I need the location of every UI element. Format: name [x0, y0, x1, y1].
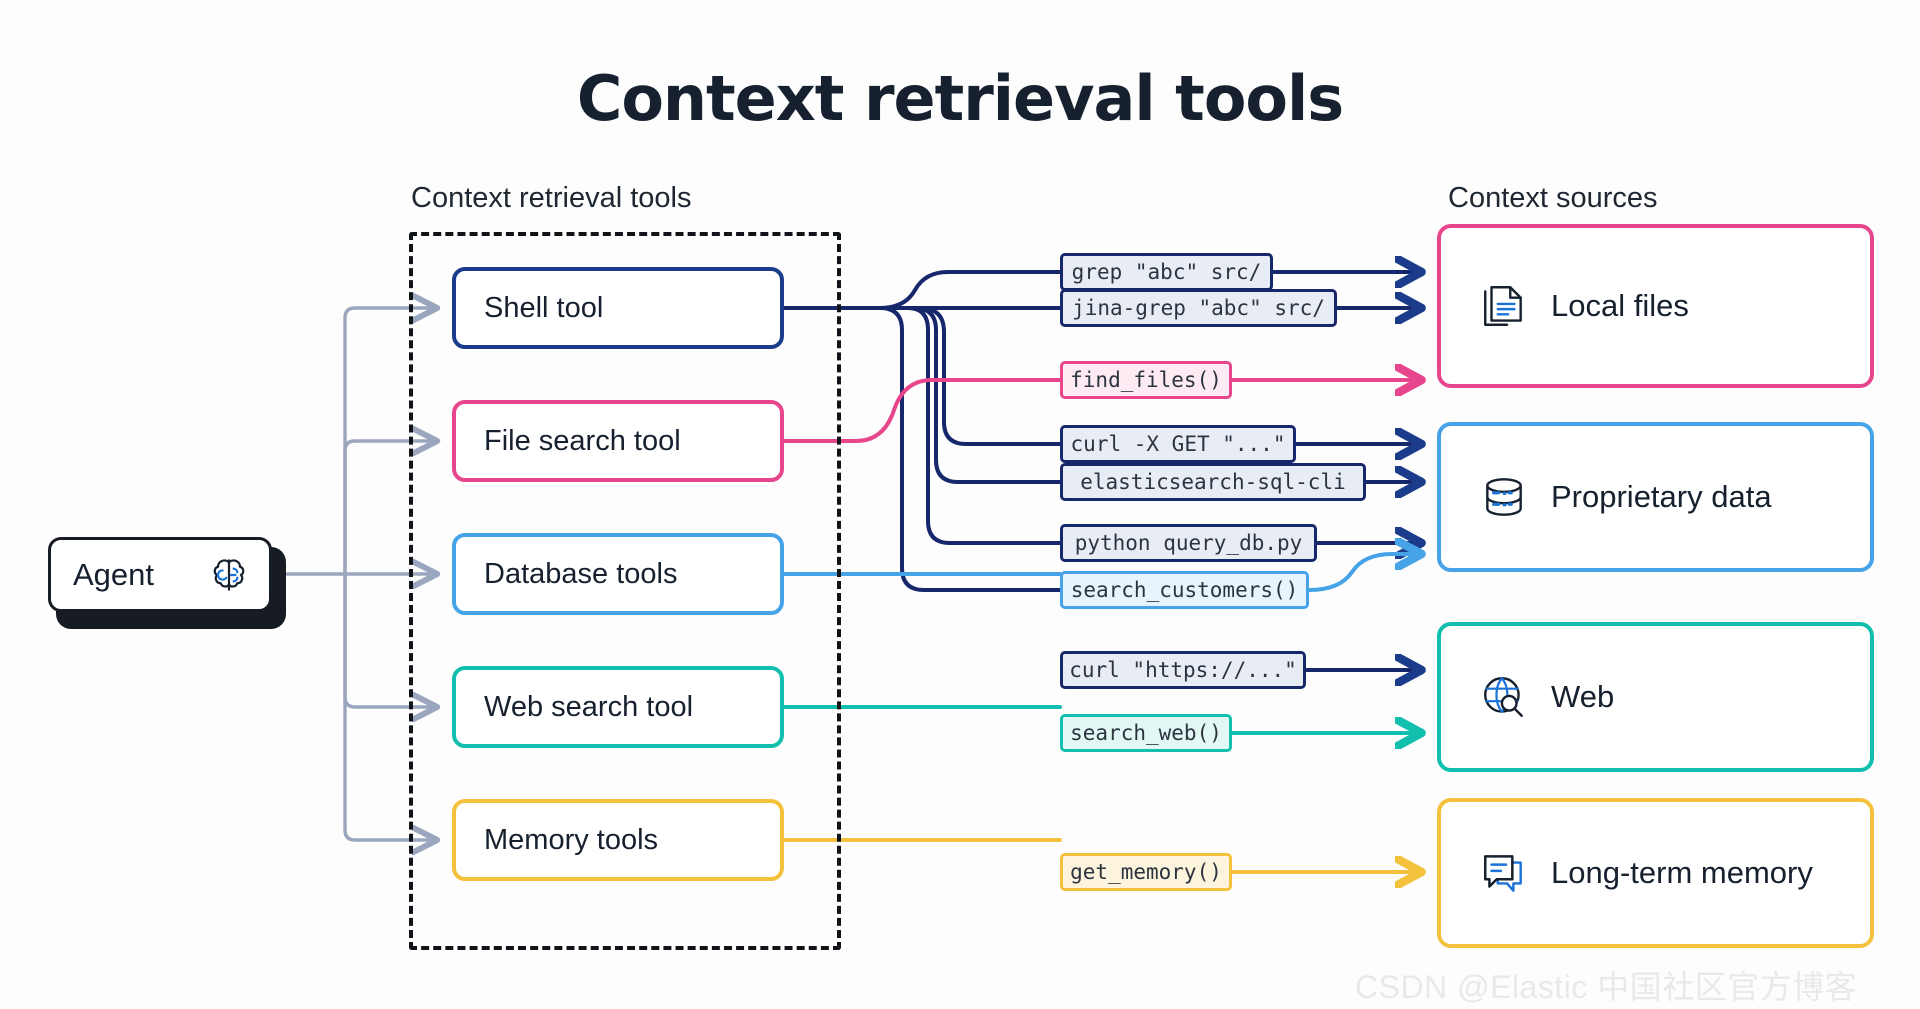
command-pill-curl-https[interactable]: curl "https://..." [1060, 651, 1306, 689]
command-text: curl -X GET "..." [1070, 432, 1286, 456]
command-pill-search-web[interactable]: search_web() [1060, 714, 1232, 752]
command-pill-get-memory[interactable]: get_memory() [1060, 853, 1232, 891]
chat-bubbles-icon [1479, 848, 1529, 898]
command-text: python query_db.py [1074, 531, 1303, 555]
source-label: Proprietary data [1551, 479, 1772, 514]
agent-label: Agent [73, 556, 155, 592]
file-search-tool-connector [782, 378, 1062, 443]
tool-box-memory-tools[interactable]: Memory tools [452, 799, 784, 881]
command-pill-grep[interactable]: grep "abc" src/ [1060, 253, 1273, 291]
tool-label: Shell tool [484, 291, 604, 324]
command-text: jina-grep "abc" src/ [1072, 296, 1325, 320]
watermark-text: CSDN @Elastic 中国社区官方博客 [1355, 969, 1858, 1005]
command-pill-elasticsearch-sql-cli[interactable]: elasticsearch-sql-cli [1060, 463, 1366, 501]
tool-label: Database tools [484, 557, 678, 590]
gear-brain-icon [207, 553, 251, 597]
documents-icon [1479, 281, 1529, 331]
database-cylinder-icon [1479, 472, 1529, 522]
command-pill-find-files[interactable]: find_files() [1060, 361, 1232, 399]
command-pill-python-query-db[interactable]: python query_db.py [1060, 524, 1317, 562]
command-text: curl "https://..." [1069, 658, 1297, 682]
shell-tool-connectors [782, 270, 1062, 592]
tool-box-shell-tool[interactable]: Shell tool [452, 267, 784, 349]
caption-context-retrieval-tools: Context retrieval tools [411, 182, 692, 214]
source-label: Long-term memory [1551, 855, 1813, 890]
tool-box-web-search-tool[interactable]: Web search tool [452, 666, 784, 748]
source-box-web[interactable]: Web [1437, 622, 1874, 772]
page-title: Context retrieval tools [576, 62, 1344, 135]
globe-search-icon [1479, 672, 1529, 722]
command-pill-curl-get[interactable]: curl -X GET "..." [1060, 425, 1296, 463]
source-label: Local files [1551, 288, 1689, 323]
command-text: get_memory() [1070, 860, 1222, 884]
command-text: grep "abc" src/ [1071, 260, 1262, 284]
source-label: Web [1551, 679, 1615, 714]
command-to-source-connectors [1230, 272, 1420, 872]
tool-label: Memory tools [484, 823, 659, 856]
command-text: find_files() [1070, 368, 1222, 392]
tool-label: File search tool [484, 424, 681, 457]
command-pill-search-customers[interactable]: search_customers() [1060, 571, 1309, 609]
command-text: search_customers() [1070, 578, 1299, 602]
tool-box-file-search-tool[interactable]: File search tool [452, 400, 784, 482]
source-box-proprietary-data[interactable]: Proprietary data [1437, 422, 1874, 572]
tools-group-boundary [409, 232, 841, 950]
source-box-local-files[interactable]: Local files [1437, 224, 1874, 388]
caption-context-sources: Context sources [1448, 182, 1658, 214]
command-text: search_web() [1070, 721, 1222, 745]
tool-box-database-tools[interactable]: Database tools [452, 533, 784, 615]
command-text: elasticsearch-sql-cli [1080, 470, 1346, 494]
agent-to-tools-connectors [273, 308, 436, 840]
agent-node[interactable]: Agent [48, 537, 272, 612]
tool-label: Web search tool [484, 690, 694, 723]
source-box-long-term-memory[interactable]: Long-term memory [1437, 798, 1874, 948]
command-pill-jina-grep[interactable]: jina-grep "abc" src/ [1060, 289, 1337, 327]
